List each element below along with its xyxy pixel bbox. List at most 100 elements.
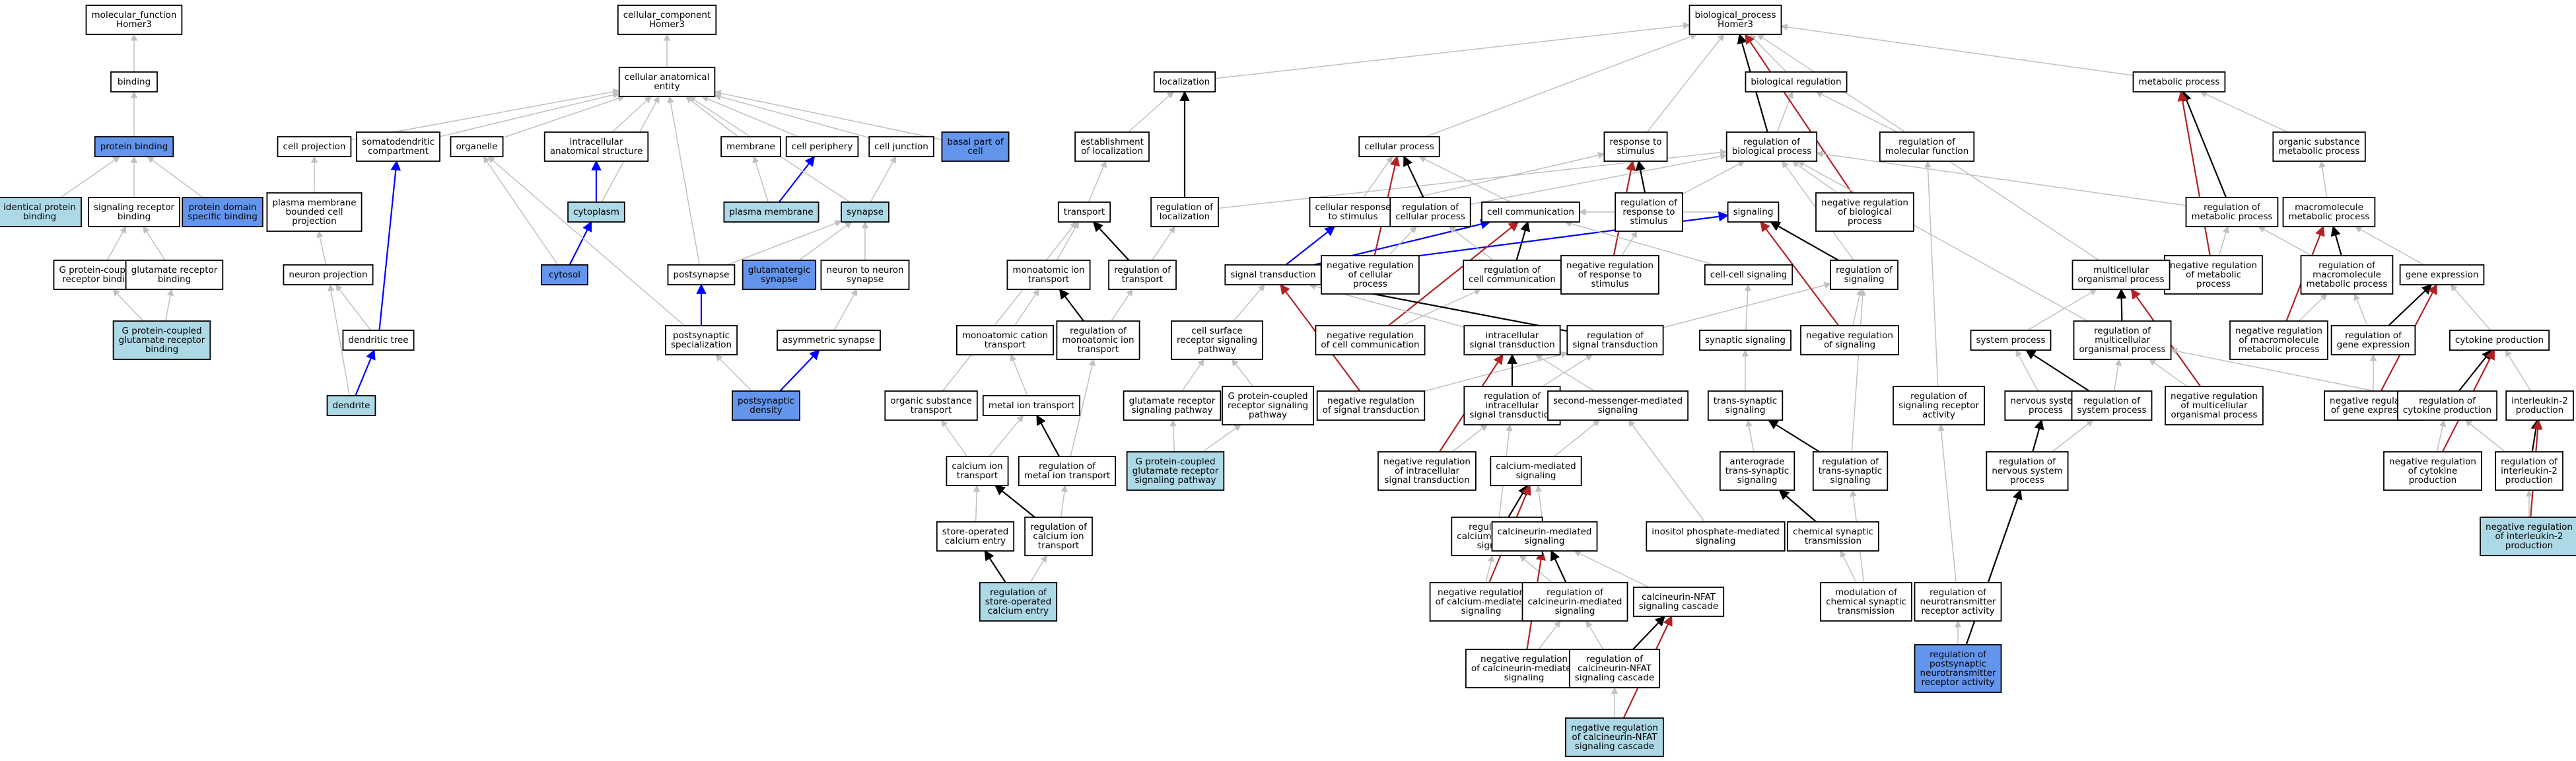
- relation-edge-gray: [714, 90, 942, 141]
- relation-edge-gray: [2015, 349, 2038, 392]
- go-term-node: cytosol: [541, 264, 588, 285]
- go-term-label: activity: [1922, 410, 1955, 420]
- go-term-box: [2164, 255, 2263, 295]
- go-term-node: synapse: [841, 201, 889, 223]
- go-term-label: signaling cascade: [1575, 741, 1654, 752]
- go-term-node: cytokine production: [2449, 330, 2550, 351]
- go-term-label: process: [1353, 279, 1387, 289]
- go-term-node: gene expression: [2399, 264, 2485, 285]
- go-term-label: negative regulation: [1821, 198, 1908, 208]
- go-term-box: [1893, 386, 1986, 425]
- go-term-label: dendrite: [333, 400, 370, 411]
- go-term-label: trans-synaptic: [1714, 396, 1777, 406]
- go-term-box: [2449, 330, 2550, 351]
- go-term-node: dendrite: [326, 395, 376, 416]
- go-term-label: stimulus: [1617, 146, 1654, 157]
- relation-edge-gray: [1424, 351, 1568, 392]
- relation-edge-gray: [1425, 33, 1698, 137]
- go-term-node: regulation ofpostsynapticneurotransmitte…: [1914, 644, 2002, 693]
- relation-edge-gray: [1396, 152, 1605, 203]
- go-term-label: cell communication: [1469, 274, 1556, 285]
- relation-edge-gray: [1852, 288, 1863, 326]
- go-term-box: [2505, 390, 2574, 421]
- go-term-label: glutamate receptor: [1129, 396, 1216, 406]
- relation-edge-blue: [378, 160, 401, 331]
- relation-edge-gray: [870, 156, 897, 203]
- go-term-box: [2480, 517, 2576, 556]
- relation-edge-gray: [1585, 620, 1604, 650]
- go-term-box: [1914, 582, 2002, 622]
- relation-edge-gray: [1215, 22, 1690, 79]
- go-term-label: regulation of: [2094, 326, 2151, 336]
- go-term-label: organic substance: [890, 396, 971, 406]
- relation-edge-gray: [2148, 359, 2188, 387]
- go-term-label: signaling: [1733, 207, 1774, 217]
- go-term-label: negative regulation: [2171, 391, 2258, 402]
- go-term-label: of interleukin-2: [2495, 531, 2563, 542]
- go-term-label: molecular_function: [92, 10, 177, 20]
- go-term-box: [1465, 649, 1584, 688]
- edge-layer: [60, 22, 2543, 719]
- relation-edge-gray: [2318, 160, 2328, 198]
- relation-edge-gray: [1780, 23, 2134, 77]
- go-term-label: regulation of: [1156, 202, 1214, 213]
- relation-edge-black: [984, 550, 1006, 583]
- go-term-box: [1316, 390, 1426, 421]
- go-term-box: [356, 131, 440, 162]
- relation-edge-gray: [2353, 293, 2368, 326]
- relation-edge-red: [2177, 91, 2211, 256]
- go-term-label: pathway: [1198, 344, 1236, 355]
- go-term-box: [667, 264, 736, 285]
- go-term-box: [1830, 260, 1898, 290]
- go-term-node: cell-cell signaling: [1704, 264, 1793, 285]
- go-term-label: regulation of: [1910, 391, 1968, 402]
- go-term-label: of intracellular: [1395, 466, 1460, 476]
- go-term-node: signal transduction: [1224, 264, 1322, 285]
- go-term-label: nervous system: [1992, 466, 2062, 476]
- go-term-node: dendritic tree: [342, 330, 415, 351]
- go-term-node: cellular process: [1358, 136, 1440, 157]
- go-term-box: [2396, 390, 2497, 421]
- go-term-label: negative regulation: [1327, 330, 1414, 341]
- go-term-box: [1126, 451, 1225, 491]
- relation-edge-gray: [1485, 554, 1494, 583]
- go-term-label: of calcium-mediated: [1436, 597, 1527, 607]
- go-term-node: protein binding: [94, 136, 174, 157]
- go-term-label: neurotransmitter: [1920, 668, 1996, 678]
- relation-edge-gray: [1851, 288, 1866, 453]
- go-term-label: regulation of: [1930, 587, 1987, 598]
- go-term-label: of response to: [1578, 270, 1642, 280]
- relation-edge-black: [1403, 155, 1424, 198]
- relation-edge-gray: [1470, 153, 1727, 205]
- go-term-box: [1719, 451, 1795, 491]
- relation-edge-gray: [487, 156, 685, 326]
- go-term-label: Homer3: [1718, 19, 1753, 30]
- go-term-box: [2272, 131, 2366, 162]
- go-term-label: negative regulation: [2170, 260, 2257, 271]
- go-term-box: [543, 131, 649, 162]
- go-term-box: [1727, 201, 1780, 223]
- go-term-box: [1429, 582, 1533, 622]
- relation-edge-blue: [569, 221, 592, 266]
- go-term-box: [1879, 131, 1975, 162]
- go-term-label: neurotransmitter: [1920, 597, 1996, 607]
- go-term-box: [1123, 390, 1222, 421]
- go-term-label: neuron projection: [289, 270, 367, 280]
